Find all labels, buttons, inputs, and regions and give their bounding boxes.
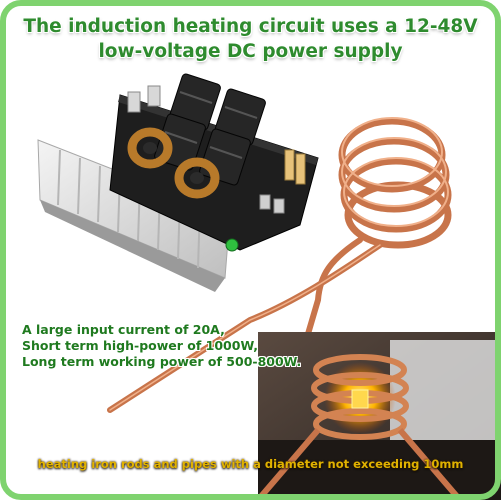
spec-text: A large input current of 20A, Short term… [22,322,301,370]
headline: The induction heating circuit uses a 12-… [0,14,501,64]
inset-photo-heating-demo [255,332,501,500]
toroid-inductor [127,127,220,199]
headline-line-2: low-voltage DC power supply [98,41,403,62]
spec-line-2: Short term high-power of 1000W, [22,338,258,353]
caption: heating iron rods and pipes with a diame… [37,457,464,471]
status-led [225,238,239,252]
copper-coil [107,117,452,413]
headline-line-1: The induction heating circuit uses a 12-… [23,16,478,37]
spec-line-3: Long term working power of 500-800W. [22,354,302,369]
spec-line-1: A large input current of 20A, [22,322,225,337]
power-terminals [127,85,306,214]
